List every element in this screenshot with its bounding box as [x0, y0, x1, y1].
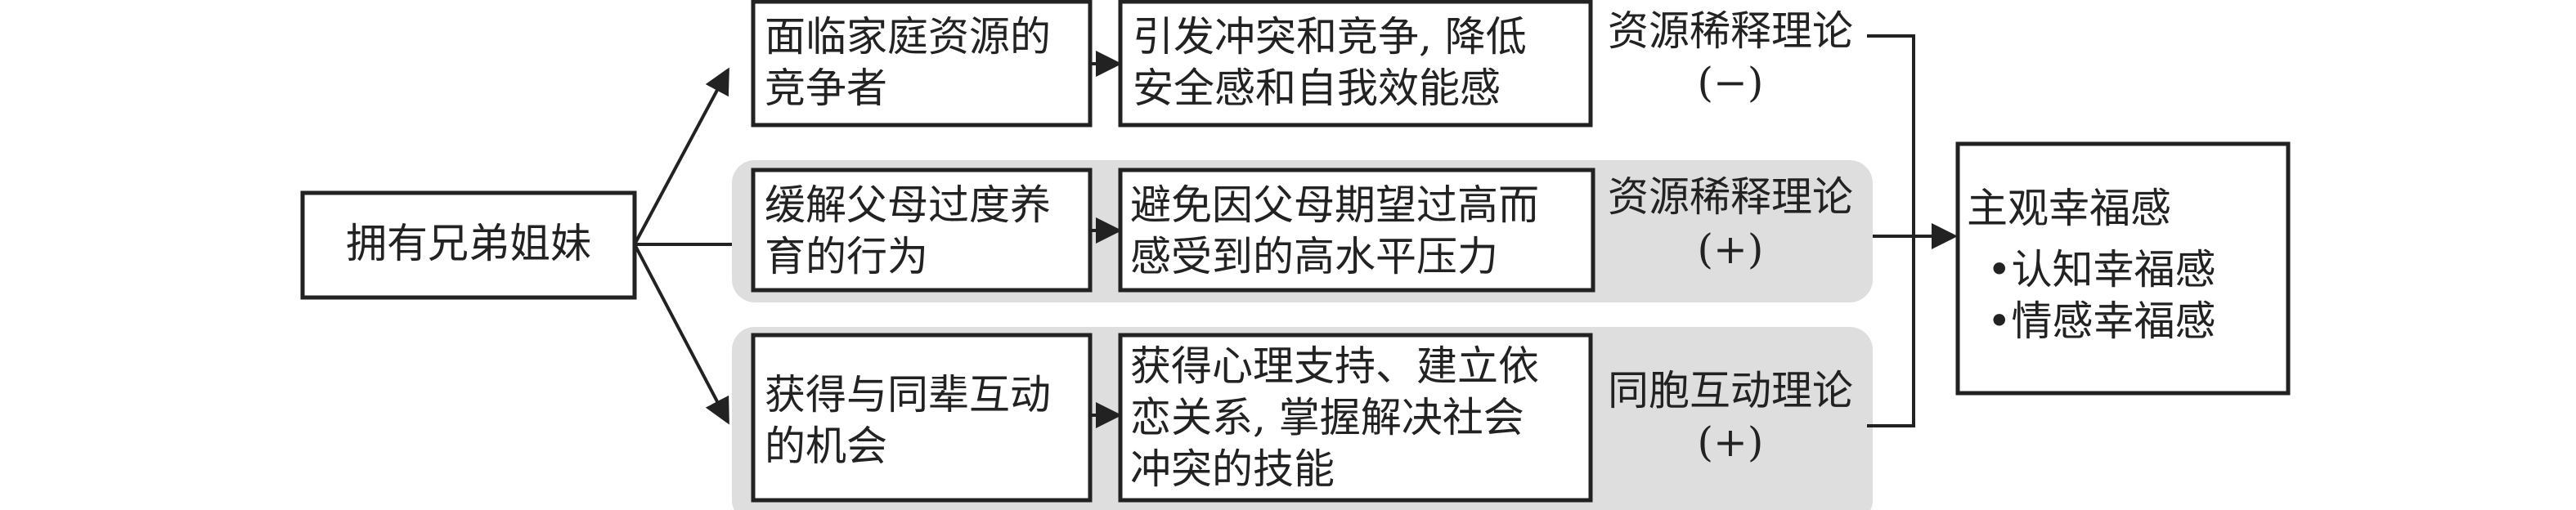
convergence-bracket [1867, 34, 1915, 427]
theory-label: 资源稀释理论 [1608, 7, 1853, 55]
effect-box [1118, 168, 1595, 293]
effect-line: 恋关系, 掌握解决社会 [1130, 394, 1524, 441]
row-3: 获得与同辈互动 的机会 获得心理支持、建立依 恋关系, 掌握解决社会 冲突的技能… [751, 333, 1853, 503]
effect-line: 引发冲突和竞争, 降低 [1133, 13, 1527, 60]
effect-line: 冲突的技能 [1130, 445, 1335, 493]
effect-line: 感受到的高水平压力 [1130, 233, 1498, 280]
row-2: 缓解父母过度养 育的行为 避免因父母期望过高而 感受到的高水平压力 资源稀释理论… [751, 168, 1853, 293]
theory-sign: (+) [1698, 418, 1764, 466]
theory-sign: (−) [1698, 59, 1764, 106]
mechanism-line: 育的行为 [765, 233, 928, 280]
source-label: 拥有兄弟姐妹 [346, 220, 591, 267]
mechanism-line: 缓解父母过度养 [765, 181, 1051, 229]
effect-box [1118, 0, 1593, 128]
arrow-to-row-1 [633, 67, 729, 245]
theory-sign: (+) [1698, 226, 1764, 273]
mechanism-box [751, 333, 1093, 503]
outcome-title: 主观幸福感 [1967, 185, 2171, 232]
mechanism-line: 的机会 [765, 423, 887, 470]
row-1: 面临家庭资源的 竞争者 引发冲突和竞争, 降低 安全感和自我效能感 资源稀释理论… [751, 0, 1853, 128]
theory-label: 同胞互动理论 [1608, 367, 1853, 414]
outcome-node: 主观幸福感 •认知幸福感 •情感幸福感 [1955, 141, 2291, 396]
effect-line: 获得心理支持、建立依 [1130, 342, 1539, 390]
effect-box [1118, 333, 1593, 503]
mechanism-line: 竞争者 [765, 65, 887, 112]
outcome-item: •认知幸福感 [1987, 246, 2216, 293]
effect-line: 安全感和自我效能感 [1133, 65, 1501, 112]
arrow-to-row-3 [633, 244, 729, 425]
mechanism-line: 面临家庭资源的 [765, 13, 1051, 60]
source-node: 拥有兄弟姐妹 [300, 190, 637, 300]
mechanism-box [751, 0, 1093, 128]
mechanism-line: 获得与同辈互动 [765, 371, 1051, 418]
effect-line: 避免因父母期望过高而 [1130, 181, 1539, 229]
outcome-item: •情感幸福感 [1987, 298, 2216, 345]
theory-label: 资源稀释理论 [1608, 173, 1853, 221]
